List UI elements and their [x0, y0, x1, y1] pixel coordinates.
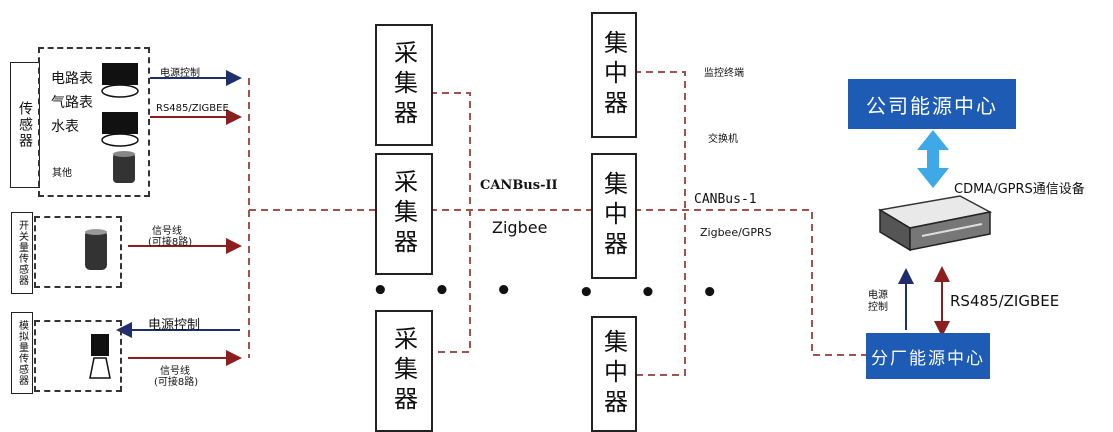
concentrator-to-branch-line — [634, 209, 866, 356]
collector-label-3: 采集器 — [389, 326, 418, 416]
power-control-label-bottom: 电源控制 — [148, 318, 201, 333]
switch-sensor-box — [34, 216, 122, 288]
concentrator-box-3: 集中器 — [591, 316, 637, 432]
analog-sensor-box — [34, 320, 122, 392]
concentrator-label-1: 集中器 — [599, 30, 628, 120]
switch-group-label: 开关量传感器 — [16, 220, 28, 286]
meter-label-gas: 气路表 — [51, 95, 93, 111]
concentrator-ellipsis: • • • — [578, 278, 736, 308]
switch-group-label-box: 开关量传感器 — [11, 212, 33, 294]
zigbee-gprs-label: Zigbee/GPRS — [700, 226, 772, 239]
monitor-terminal-label: 监控终端 — [704, 68, 744, 79]
concentrator-box-2: 集中器 — [591, 153, 637, 279]
signal-label-1b: (可接8路) — [148, 237, 193, 248]
branch-rs485-label: RS485/ZIGBEE — [950, 292, 1060, 310]
collector-box-3: 采集器 — [375, 310, 433, 432]
sensor-group-label-box: 传感器 — [10, 62, 40, 188]
collector-bus-line — [430, 92, 471, 353]
analog-sensor-icon — [89, 334, 111, 379]
branch-energy-center: 分厂能源中心 — [866, 333, 990, 379]
switch-device-label: 交换机 — [708, 134, 738, 145]
switch-sensor-icon — [85, 229, 107, 270]
other-label: 其他 — [52, 168, 72, 179]
router-device-icon — [877, 195, 993, 252]
canbus1-label: CANBus-1 — [694, 192, 757, 207]
collector-label-2: 采集器 — [389, 169, 418, 259]
collector-box-1: 采集器 — [375, 24, 433, 146]
meter-label-water: 水表 — [51, 119, 79, 135]
double-arrow-icon — [917, 130, 949, 188]
concentrator-bus-line — [634, 71, 686, 376]
company-energy-center: 公司能源中心 — [848, 79, 1016, 129]
meter-label-electric: 电路表 — [51, 71, 93, 87]
concentrator-label-2: 集中器 — [599, 171, 628, 261]
collector-label-1: 采集器 — [389, 40, 418, 130]
branch-power-text: 电源控制 — [868, 290, 888, 313]
electric-meter-icon — [101, 63, 139, 98]
sensor-group-label: 传感器 — [17, 101, 33, 149]
cdma-gprs-label: CDMA/GPRS通信设备 — [954, 182, 1085, 197]
power-control-label-top: 电源控制 — [160, 68, 200, 79]
canbus2-label: CANBus-II — [480, 178, 558, 193]
signal-label-1a: 信号线 — [152, 226, 182, 237]
zigbee-label: Zigbee — [492, 218, 548, 237]
sensor-group-box — [38, 47, 150, 197]
analog-group-label: 模拟量传感器 — [16, 320, 28, 386]
signal-label-2a: 信号线 — [160, 366, 190, 377]
concentrator-label-3: 集中器 — [599, 329, 628, 419]
branch-power-label: 电源控制 — [868, 290, 892, 314]
analog-group-label-box: 模拟量传感器 — [11, 312, 33, 394]
signal-label-2b: (可接8路) — [154, 377, 199, 388]
collector-ellipsis: • • • — [372, 276, 530, 306]
rs485-label: RS485/ZIGBEE — [156, 103, 229, 114]
collector-box-2: 采集器 — [375, 153, 433, 275]
water-meter-icon — [101, 112, 139, 147]
other-sensor-icon — [113, 151, 135, 183]
concentrator-box-1: 集中器 — [591, 12, 637, 138]
